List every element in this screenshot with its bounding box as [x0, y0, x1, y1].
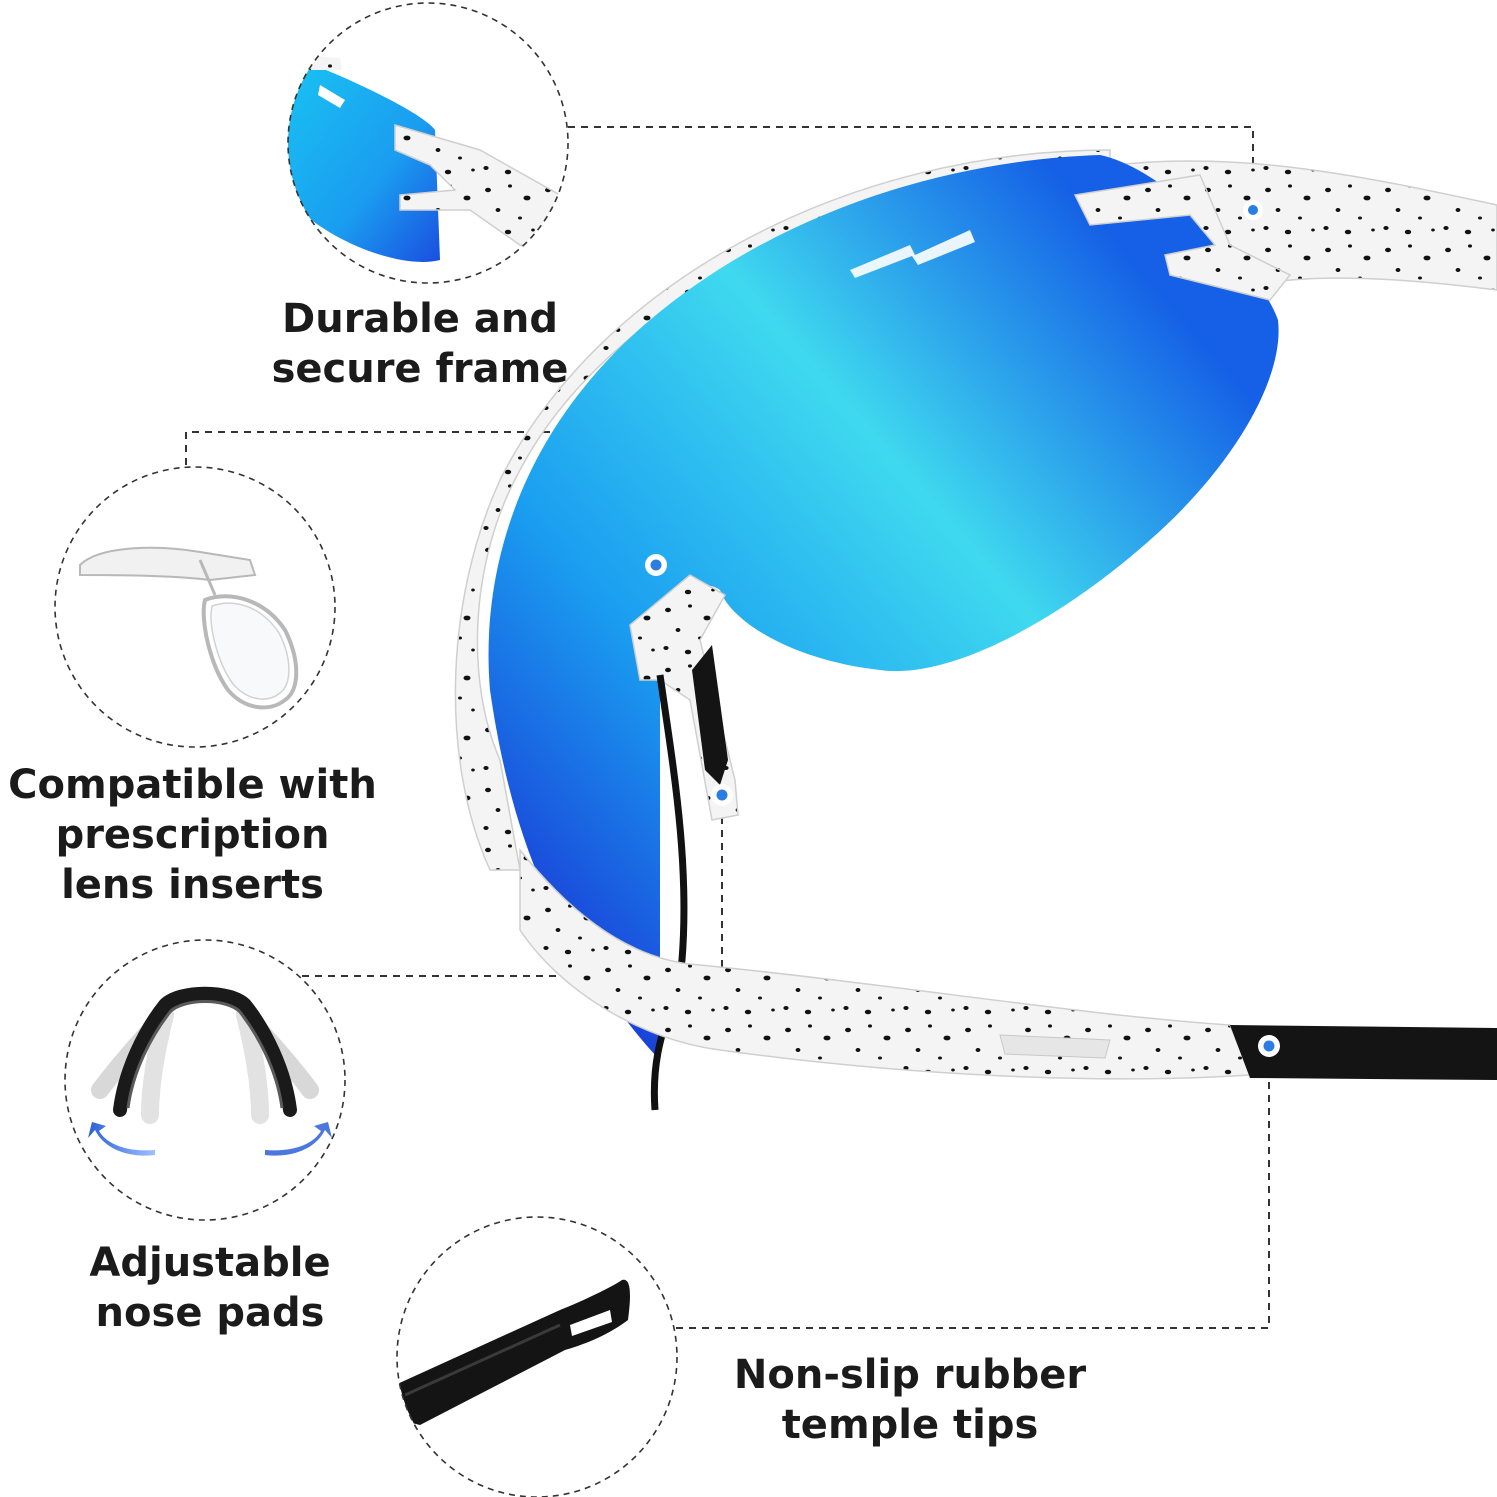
- feature-label-frame: Durable and secure frame: [250, 294, 590, 394]
- feature-label-line: lens inserts: [61, 862, 324, 908]
- feature-label-line: prescription: [55, 812, 330, 858]
- temple-tip-icon: [396, 1216, 678, 1497]
- frame-bottom-slot: [999, 1034, 1111, 1059]
- lens: [488, 155, 1279, 1060]
- lens-highlight: [850, 230, 975, 278]
- callout-line-rx: [185, 431, 657, 565]
- feature-label-line: Adjustable: [89, 1240, 331, 1286]
- feature-label-line: secure frame: [271, 346, 569, 392]
- feature-label-prescription: Compatible with prescription lens insert…: [0, 760, 385, 910]
- feature-label-line: Durable and: [282, 296, 558, 342]
- feature-label-line: Non-slip rubber: [733, 1352, 1087, 1398]
- nose-pad-icon: [64, 939, 346, 1221]
- prescription-insert-icon: [54, 466, 336, 748]
- feature-label-line: nose pads: [95, 1290, 325, 1336]
- nose-edge-line: [650, 674, 688, 1111]
- feature-label-line: Compatible with: [8, 762, 377, 808]
- nose-pad-black: [692, 645, 728, 785]
- callout-dots: [645, 200, 1280, 1057]
- temple-tip-main: [1230, 1025, 1497, 1080]
- frame-hinge-top: [1073, 174, 1292, 301]
- feature-label-temple-tips: Non-slip rubber temple tips: [700, 1350, 1120, 1450]
- feature-label-line: temple tips: [781, 1402, 1039, 1448]
- sunglasses-main: [454, 149, 1497, 1111]
- feature-label-nose-pads: Adjustable nose pads: [60, 1238, 360, 1338]
- callout-line-tips: [676, 1046, 1270, 1329]
- lens-clip-icon: [287, 2, 569, 284]
